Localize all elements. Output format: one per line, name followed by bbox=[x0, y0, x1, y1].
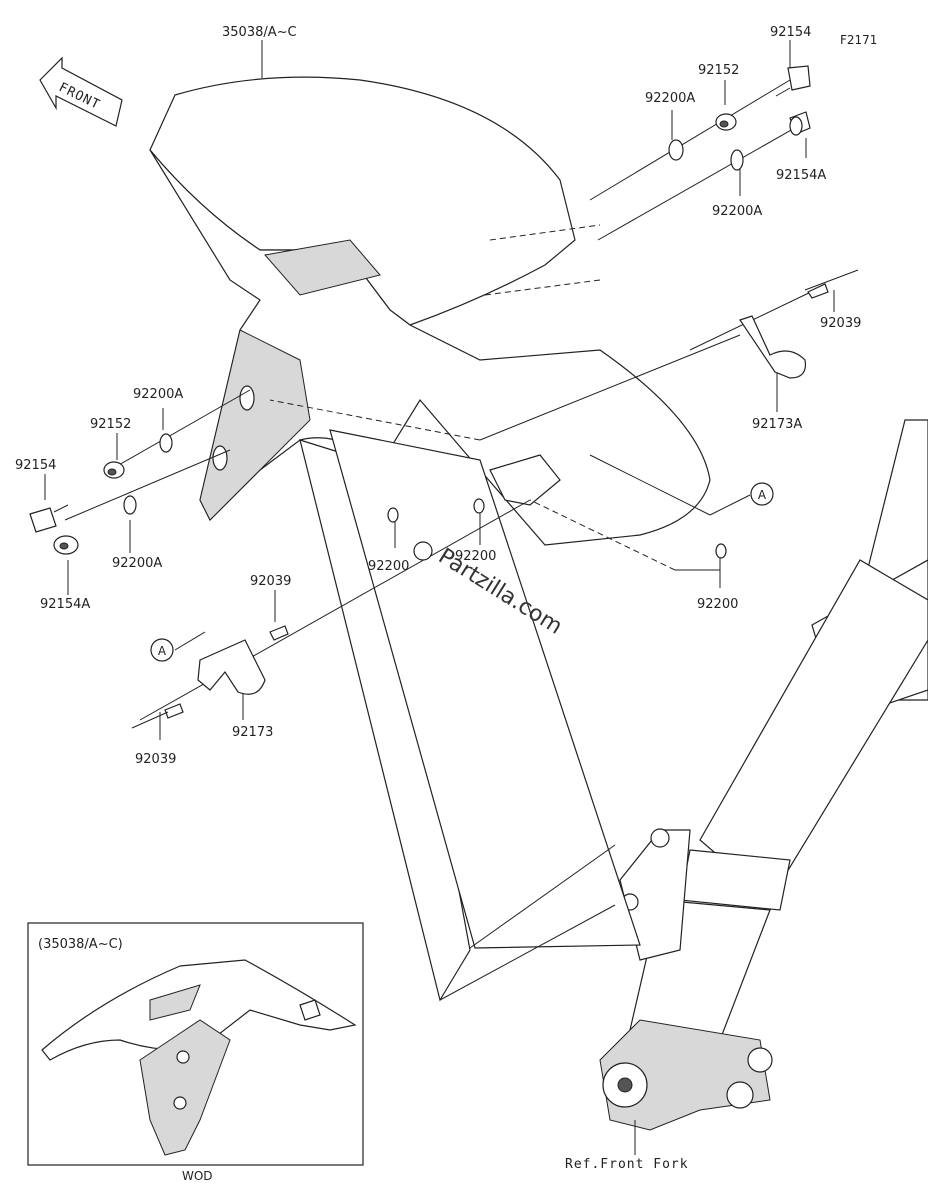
inset-caption: WOD bbox=[182, 1169, 213, 1183]
bolt-92154-left bbox=[29, 504, 69, 533]
figure-code: F2171 bbox=[840, 33, 877, 47]
bolt-92154A-top bbox=[789, 111, 811, 136]
label-92039-left-upper: 92039 bbox=[250, 574, 291, 589]
washer-92200-c1 bbox=[387, 507, 399, 523]
front-fender bbox=[149, 76, 711, 1002]
label-92173: 92173 bbox=[232, 725, 273, 740]
bracket-92173 bbox=[131, 625, 289, 729]
label-92200A-top-right: 92200A bbox=[712, 204, 762, 219]
fasteners-left bbox=[29, 433, 173, 555]
washer-92200A-top-right bbox=[730, 149, 744, 171]
svg-text:A: A bbox=[158, 644, 167, 658]
front-fork bbox=[599, 419, 928, 1131]
label-92200A-left-lower: 92200A bbox=[112, 556, 162, 571]
label-92200-c2: 92200 bbox=[455, 549, 496, 564]
inset-title: (35038/A~C) bbox=[38, 937, 123, 952]
label-92200A-top: 92200A bbox=[645, 91, 695, 106]
label-92154A-left: 92154A bbox=[40, 597, 90, 612]
bracket-92173A bbox=[739, 269, 859, 379]
label-92173A: 92173A bbox=[752, 417, 802, 432]
label-92152-top: 92152 bbox=[698, 63, 739, 78]
collar-92152-top bbox=[715, 113, 737, 131]
label-92200-c1: 92200 bbox=[368, 559, 409, 574]
collar-92152-left bbox=[103, 461, 125, 479]
label-92154A-top: 92154A bbox=[776, 168, 826, 183]
label-92154-left: 92154 bbox=[15, 458, 56, 473]
bolt-92154-top bbox=[775, 65, 811, 97]
fasteners-top-right bbox=[668, 65, 811, 171]
washer-92200-c2 bbox=[473, 498, 485, 514]
front-arrow-icon: FRONT bbox=[39, 56, 123, 127]
callout-a-left: A bbox=[150, 638, 174, 662]
washer-92200A-left-upper bbox=[159, 433, 173, 453]
label-92152-left: 92152 bbox=[90, 417, 131, 432]
label-92200-c3: 92200 bbox=[697, 597, 738, 612]
label-ref-front-fork: Ref.Front Fork bbox=[565, 1157, 689, 1172]
washer-92200-c3 bbox=[715, 543, 727, 559]
washer-92200A-left-lower bbox=[123, 495, 137, 515]
part-labels: 35038/A~C 92154 92152 92200A 92154A 9220… bbox=[15, 25, 861, 1172]
label-92039-right: 92039 bbox=[820, 316, 861, 331]
label-92039-left-lower: 92039 bbox=[135, 752, 176, 767]
label-92200A-left-upper: 92200A bbox=[133, 387, 183, 402]
bolt-92154A-left bbox=[53, 535, 79, 555]
inset-fender bbox=[41, 959, 357, 1156]
svg-text:A: A bbox=[758, 488, 767, 502]
inset-panel: (35038/A~C) WOD bbox=[27, 922, 364, 1183]
label-92154-top: 92154 bbox=[770, 25, 811, 40]
washer-92200A-top bbox=[668, 139, 684, 161]
label-35038: 35038/A~C bbox=[222, 25, 297, 40]
washers-center bbox=[387, 498, 727, 559]
callout-a-right: A bbox=[750, 482, 774, 506]
